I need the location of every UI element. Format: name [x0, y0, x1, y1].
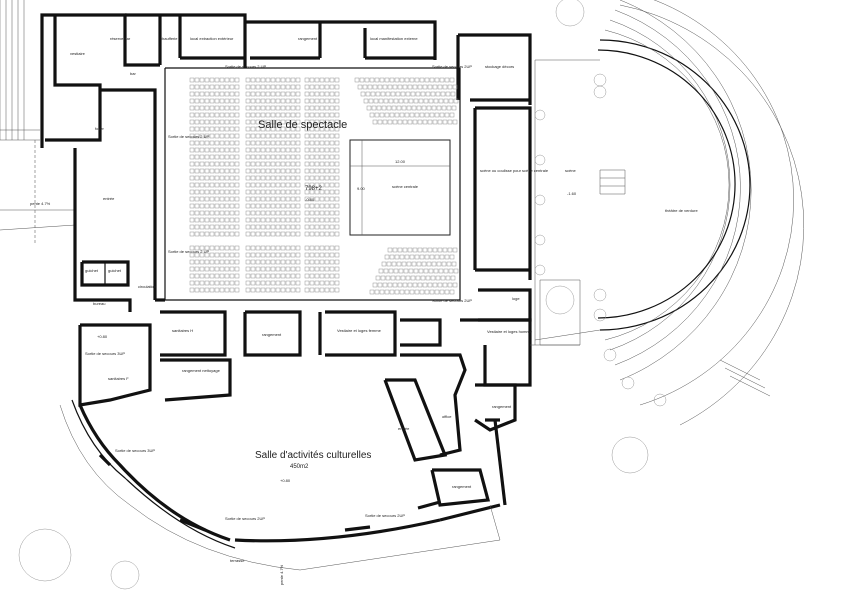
- label-pente-bottom: pente 4.7%: [279, 564, 284, 585]
- label-rangement-nettoyage: rangement nettoyage: [182, 368, 221, 373]
- label-sortie-mid: Sortie de secours 2UP: [432, 298, 472, 303]
- label-surface: 450m2: [290, 464, 309, 470]
- label-office: office: [442, 414, 452, 419]
- label-local-manifestation: local manifestation externe: [370, 36, 418, 41]
- label-scene-centrale: scène centrale: [392, 184, 419, 189]
- label-level-bottom: +0.80: [280, 478, 291, 483]
- label-sortie-b2: Sortie de secours 2UP: [365, 513, 405, 518]
- label-salle-spectacle: Salle de spectacle: [258, 119, 347, 131]
- room-labels: Salle de spectacle Salle d'activités cul…: [30, 36, 698, 585]
- central-stage: [349, 139, 451, 236]
- label-dim-height: 9.00: [357, 186, 366, 191]
- label-theatre-verdure: théâtre de verdure: [665, 208, 698, 213]
- label-level-salle: -0.80: [305, 197, 315, 202]
- label-local-extraction: local extraction extérieur: [190, 36, 234, 41]
- label-reserve-bar: réserve bar: [110, 36, 131, 41]
- label-sortie-top2: Sortie de secours 2UP: [432, 64, 472, 69]
- label-stockage-decors: stockage décors: [485, 64, 514, 69]
- building-walls: [40, 13, 532, 507]
- label-vestiaire-femme: Vestiaire et loges femme: [337, 328, 382, 333]
- label-bar: bar: [130, 71, 136, 76]
- label-level-left: +0.80: [97, 334, 108, 339]
- curved-hall: [59, 399, 501, 571]
- label-sanitaires-f: sanitaires F: [108, 376, 129, 381]
- label-vestiaire: vestiaire: [70, 51, 86, 56]
- label-sortie-l: Sortie de secours 3UP: [115, 448, 155, 453]
- label-loge: loge: [512, 296, 520, 301]
- label-circulation: circulation: [138, 284, 156, 289]
- label-guichet2: guichet: [108, 268, 122, 273]
- label-sortie-left2: Sortie de secours 2 UP: [168, 249, 209, 254]
- label-foyer: foyer: [95, 126, 105, 131]
- label-scene-coulisse: scène ou coulisse pour scène centrale: [480, 168, 549, 173]
- seating-block: [189, 77, 459, 295]
- trees: [18, 0, 667, 590]
- label-pente-top: pente 4.7%: [30, 201, 51, 206]
- label-salle-activites: Salle d'activités culturelles: [255, 450, 371, 461]
- label-sortie-sw: Sortie de secours 3UP: [85, 351, 125, 356]
- amphitheatre: [530, 0, 805, 426]
- label-entree-2: entrée: [398, 426, 410, 431]
- label-rangement-bottom: rangement: [452, 484, 472, 489]
- label-terrasse: terrasse: [230, 558, 245, 563]
- label-rangement-right: rangement: [492, 404, 512, 409]
- label-sanitaires-h: sanitaires H: [172, 328, 193, 333]
- label-dim-width: 12.00: [395, 159, 406, 164]
- label-guichet1: guichet: [85, 268, 99, 273]
- label-vestiaire-homme: Vestiaire et loges homme: [487, 329, 533, 334]
- label-rangement-mid: rangement: [262, 332, 282, 337]
- label-entree: entrée: [103, 196, 115, 201]
- label-scene: scène: [565, 168, 576, 173]
- label-rangement-top: rangement: [298, 36, 318, 41]
- site-boundary-left: [0, 0, 76, 245]
- label-level-scene: -1.60: [567, 191, 577, 196]
- label-chaufferie: chaufferie: [160, 36, 178, 41]
- label-sortie-left1: Sortie de secours 2 UP: [168, 134, 209, 139]
- label-sortie-top1: Sortie de secours 2 UP: [225, 64, 266, 69]
- label-sortie-b1: Sortie de secours 2UP: [225, 516, 265, 521]
- label-bureau: bureau: [93, 301, 105, 306]
- label-seat-count: 798+2: [305, 186, 323, 192]
